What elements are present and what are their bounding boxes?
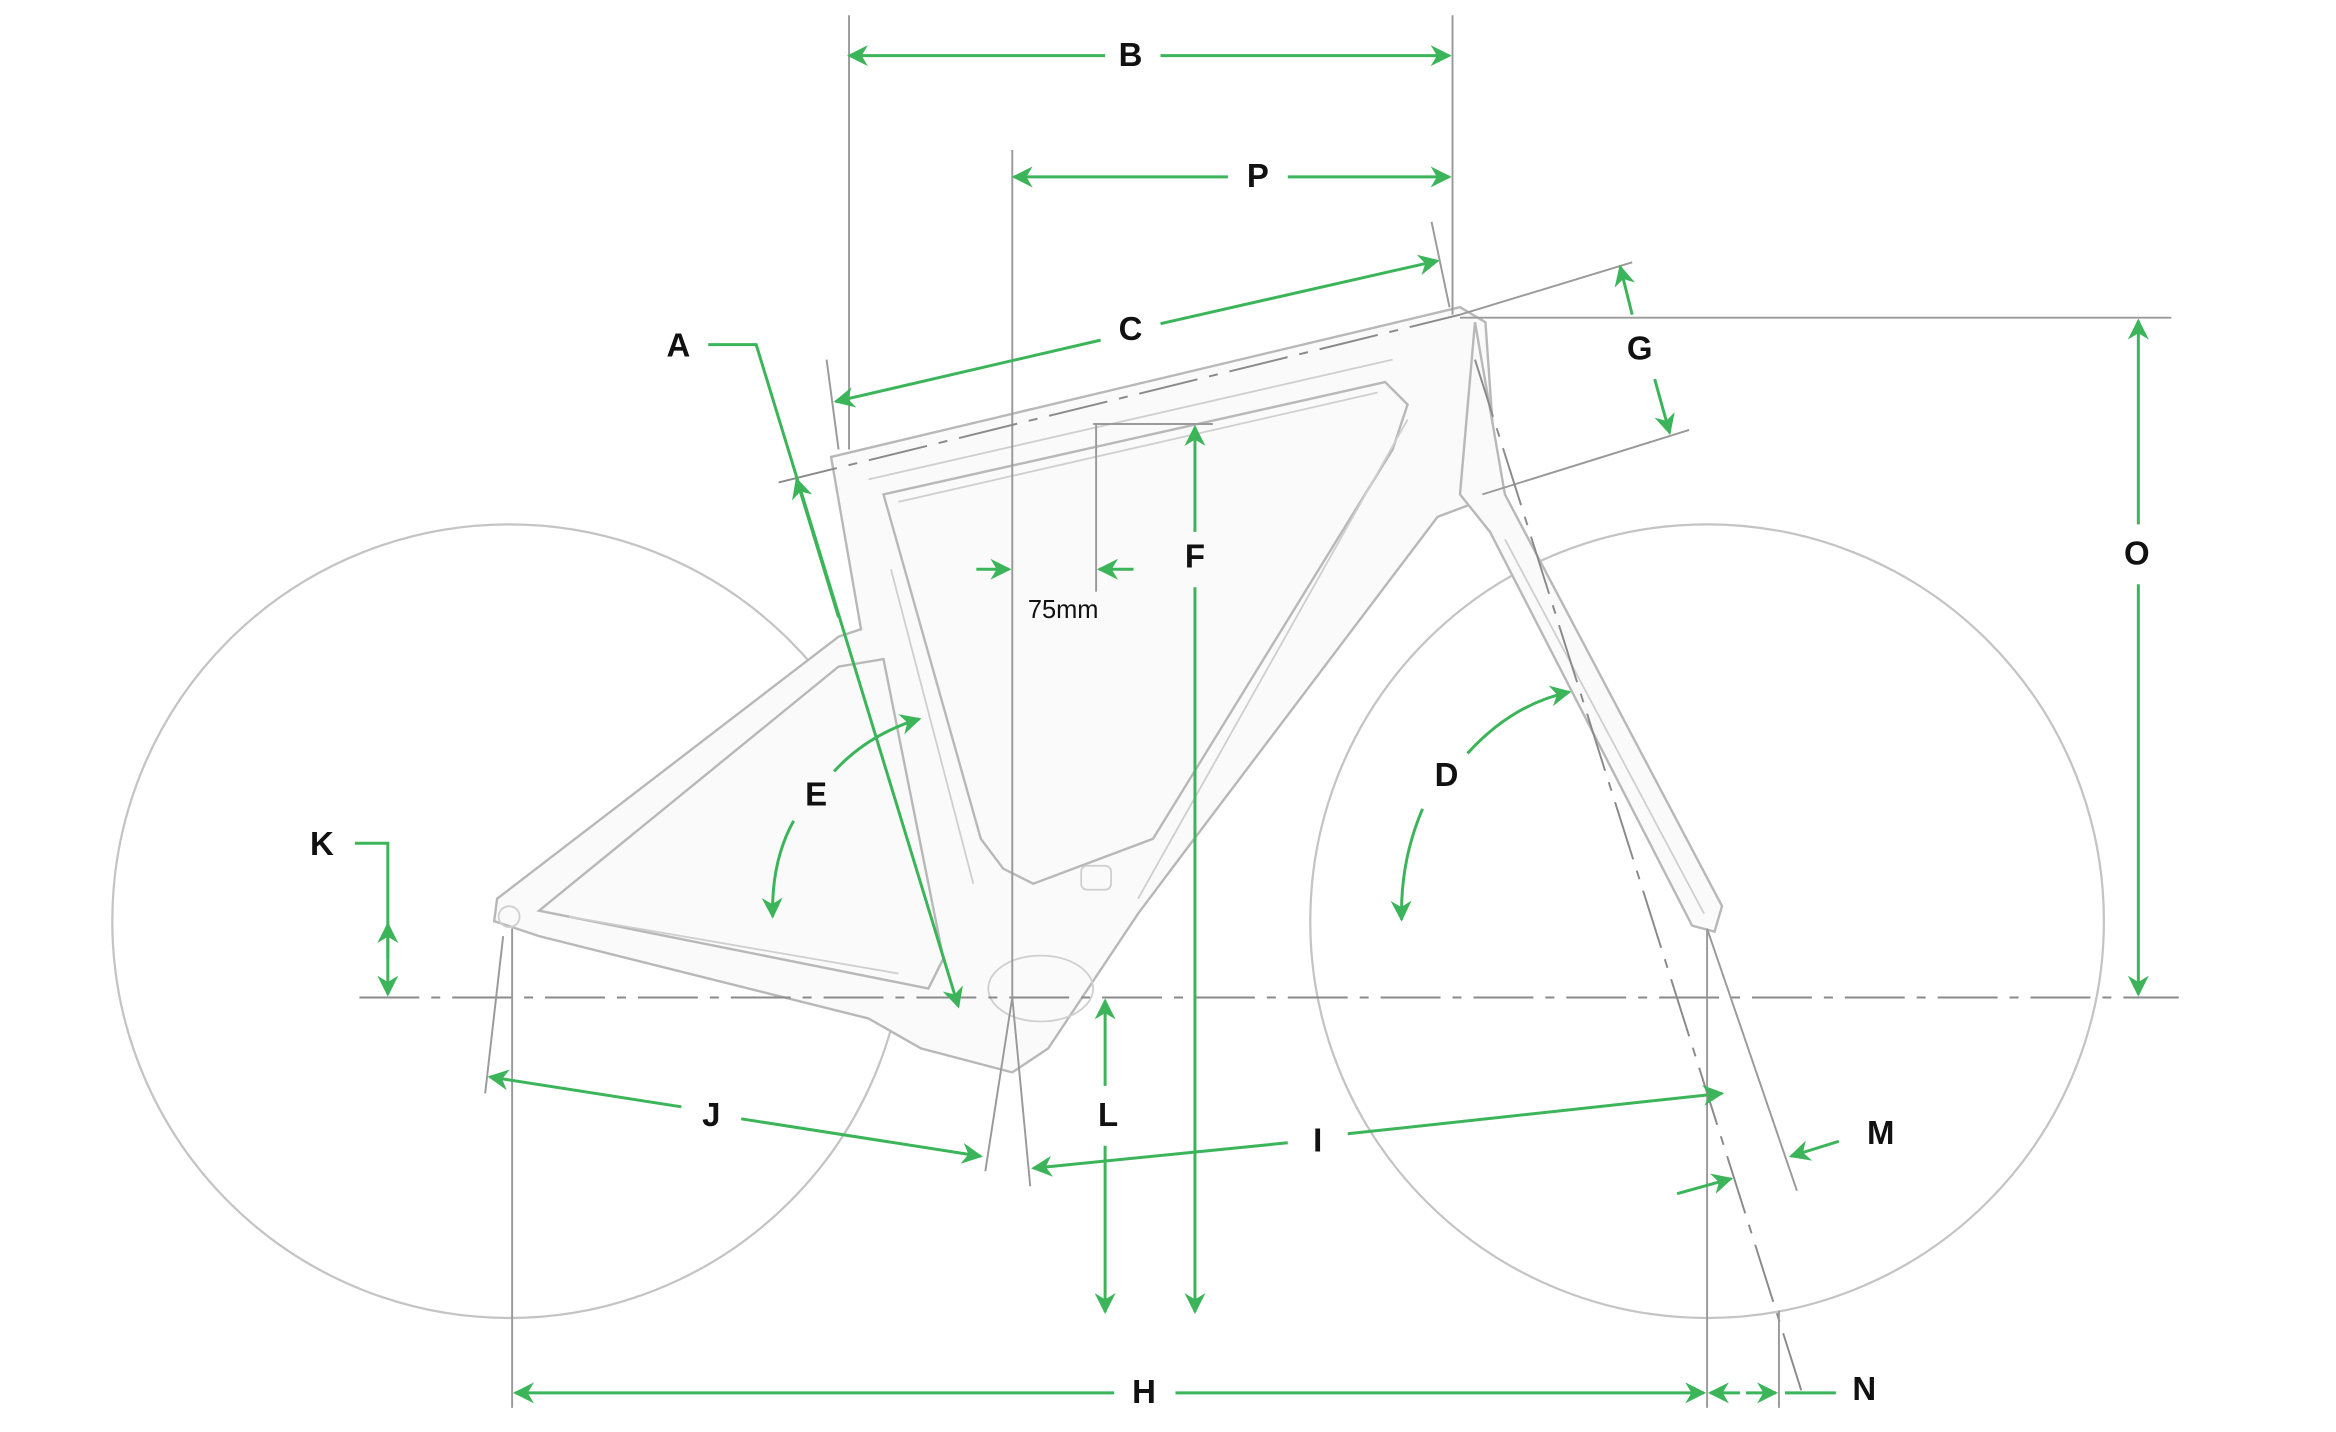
dimension-F: F bbox=[1184, 424, 1206, 1315]
label-A: A bbox=[666, 326, 690, 363]
label-O: O bbox=[2124, 534, 2150, 571]
label-F: F bbox=[1185, 537, 1205, 574]
dimension-C: C bbox=[833, 254, 1440, 408]
dimension-D: D bbox=[1390, 685, 1572, 922]
label-75mm: 75mm bbox=[1028, 596, 1099, 624]
label-H: H bbox=[1132, 1373, 1156, 1410]
label-L: L bbox=[1098, 1096, 1118, 1133]
dimension-A: A bbox=[666, 326, 963, 1009]
label-N: N bbox=[1852, 1370, 1876, 1407]
dimension-E: E bbox=[761, 714, 922, 919]
label-P: P bbox=[1247, 157, 1269, 194]
label-E: E bbox=[805, 776, 827, 813]
dimension-B: B bbox=[846, 36, 1452, 73]
dimension-I: I bbox=[1031, 1084, 1725, 1177]
dimension-N: N bbox=[1707, 1370, 1876, 1407]
label-M: M bbox=[1867, 1114, 1894, 1151]
label-I: I bbox=[1313, 1121, 1322, 1158]
dimension-M: M bbox=[1676, 1114, 1894, 1196]
dimension-H: H bbox=[513, 1373, 1707, 1410]
dimension-G: G bbox=[1614, 264, 1675, 436]
bike-frame bbox=[492, 305, 1724, 1074]
label-D: D bbox=[1435, 756, 1459, 793]
label-K: K bbox=[310, 825, 334, 862]
label-C: C bbox=[1119, 310, 1143, 347]
dimension-J: J bbox=[487, 1069, 983, 1164]
dimension-P: P bbox=[1011, 157, 1452, 194]
dimension-75mm-offset: 75mm bbox=[976, 558, 1134, 624]
label-J: J bbox=[702, 1096, 720, 1133]
label-B: B bbox=[1119, 36, 1143, 73]
dimension-O: O bbox=[2124, 318, 2150, 997]
dimension-L: L bbox=[1094, 998, 1118, 1315]
label-G: G bbox=[1627, 329, 1653, 366]
dimension-K: K bbox=[310, 825, 399, 997]
